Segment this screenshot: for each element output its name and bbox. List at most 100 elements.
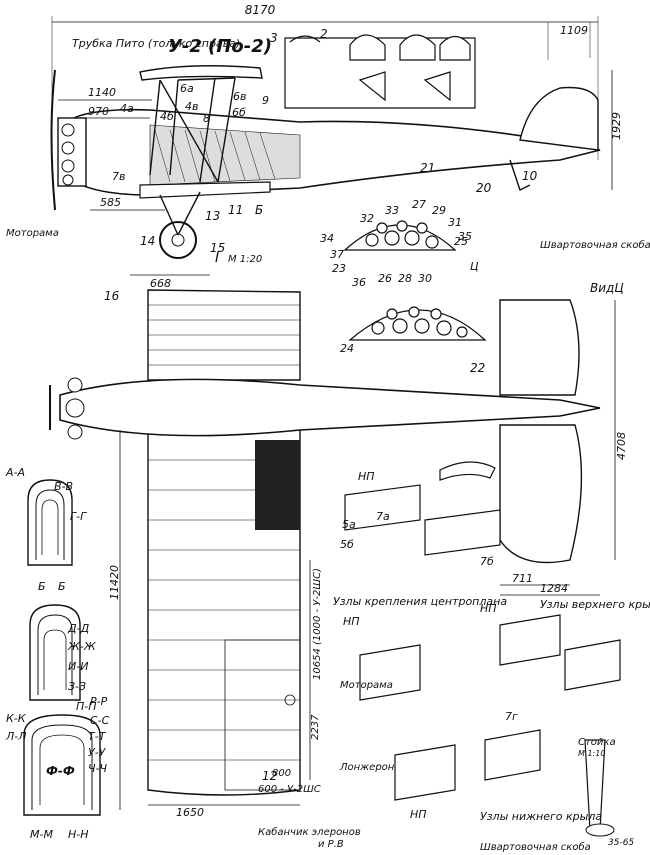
np-label-2: НП bbox=[343, 615, 360, 628]
callout-31: 31 bbox=[448, 216, 462, 229]
callout-16: 16 bbox=[104, 289, 120, 303]
callout-32: 32 bbox=[360, 212, 374, 225]
callout-36: 36 bbox=[352, 276, 366, 289]
dim-tail-span: 4708 bbox=[615, 432, 628, 460]
node-block-5 bbox=[564, 639, 621, 691]
callout-33: 33 bbox=[385, 204, 399, 217]
dim-nose-to-strut: 970 bbox=[88, 105, 109, 118]
callout-29: 29 bbox=[432, 204, 446, 217]
callout-10: 10 bbox=[522, 169, 538, 183]
fuselage-planking bbox=[149, 124, 301, 186]
upper-wing-side bbox=[139, 65, 263, 81]
stabilizer-lower bbox=[499, 424, 583, 564]
section-pp-label: П-П bbox=[76, 700, 97, 713]
cockpit-detail bbox=[284, 34, 476, 109]
section-uu-label: У-У bbox=[88, 746, 107, 759]
vertical-tail bbox=[519, 86, 599, 151]
section-tt-label: Т-Т bbox=[88, 730, 107, 743]
section-bb-label-1: Б bbox=[38, 580, 46, 593]
callout-34: 34 bbox=[320, 232, 334, 245]
scale-label-2: М 1:10 bbox=[578, 749, 605, 758]
dim-aileron-offset: 800 bbox=[272, 768, 291, 779]
callout-3: 3 bbox=[270, 31, 278, 45]
dim-wing-root: 1650 bbox=[176, 806, 204, 819]
callout-20: 20 bbox=[476, 181, 492, 195]
section-ll-label: Л-Л bbox=[5, 730, 27, 743]
np-label-3: НП bbox=[480, 602, 497, 615]
section-dd-label: Д-Д bbox=[67, 622, 90, 635]
callout-4v: 4в bbox=[185, 100, 198, 113]
section-zz-label: З-З bbox=[68, 680, 86, 693]
callout-6a: 6а bbox=[180, 82, 194, 95]
callout-6b: 6б bbox=[232, 106, 246, 119]
section-nn-label: Н-Н bbox=[68, 828, 89, 841]
section-dd bbox=[29, 604, 81, 701]
callout-26: 26 bbox=[378, 272, 392, 285]
section-gg-label: Г-Г bbox=[70, 510, 87, 523]
node-details bbox=[344, 461, 621, 837]
node-block-1 bbox=[344, 484, 421, 531]
callout-7b: 7б bbox=[480, 555, 494, 568]
section-aa bbox=[27, 479, 73, 566]
node-block-2 bbox=[424, 509, 501, 556]
section-ss-label: С-С bbox=[90, 714, 110, 727]
callout-35: 35 bbox=[458, 230, 472, 243]
top-view bbox=[49, 289, 616, 810]
section-chch-label: Ч-Ч bbox=[88, 762, 108, 775]
dim-tail-chord: 1284 bbox=[540, 582, 568, 595]
np-label-4: НП bbox=[410, 808, 427, 821]
section-kk-label: К-К bbox=[6, 712, 27, 725]
dim-wing-span: 10654 (1000 - У-2ШС) bbox=[312, 568, 323, 680]
instrument-panel-2 bbox=[348, 306, 487, 341]
lower-nodes-label: Узлы нижнего крыла bbox=[480, 810, 602, 823]
center-nodes-label: Узлы крепления центроплана bbox=[333, 595, 507, 608]
dim-tail-root: 711 bbox=[512, 572, 533, 585]
side-view bbox=[50, 16, 613, 276]
pitot-label: Трубка Пито (только справа) bbox=[72, 37, 240, 50]
callout-30: 30 bbox=[418, 272, 432, 285]
strut-label: Стойка bbox=[578, 737, 616, 748]
dim-strut-range: 35-65 bbox=[608, 838, 634, 848]
callout-22: 22 bbox=[470, 361, 485, 375]
callout-5a: 5а bbox=[342, 518, 356, 531]
mooring-bracket bbox=[439, 461, 496, 481]
tail-skid bbox=[509, 159, 531, 191]
scale-label-1: М 1:20 bbox=[228, 254, 262, 265]
main-wheel bbox=[159, 221, 197, 259]
detail-i-label: I bbox=[215, 250, 219, 266]
section-rr-label: Р-Р bbox=[90, 695, 108, 708]
mooring-label-2: Швартовочная скоба bbox=[480, 841, 591, 853]
callout-11: 11 bbox=[228, 203, 243, 217]
dim-aileron-shc: 600 - У-2ШС bbox=[258, 784, 321, 795]
callout-25: 25 bbox=[454, 235, 468, 248]
callout-14: 14 bbox=[140, 234, 155, 248]
instrument-panel-1 bbox=[343, 220, 457, 251]
dim-height: 1929 bbox=[610, 112, 623, 140]
callout-9: 9 bbox=[262, 94, 269, 107]
motorama-label-2: Моторама bbox=[340, 680, 393, 691]
callout-12: 12 bbox=[262, 769, 277, 783]
callout-8: 8 bbox=[203, 112, 210, 125]
mooring-label-1: Швартовочная скоба bbox=[540, 239, 650, 251]
node-block-6 bbox=[394, 744, 456, 801]
callout-4a: 4а bbox=[120, 102, 134, 115]
aircraft-title: У-2 (По-2) bbox=[168, 36, 272, 57]
walkway-panel bbox=[255, 440, 300, 530]
callout-2: 2 bbox=[320, 27, 328, 41]
section-zhzh-label: Ж-Ж bbox=[67, 640, 97, 653]
detail-b-label: Б bbox=[255, 203, 263, 217]
dim-aileron-len: 2237 bbox=[310, 714, 321, 740]
callout-13: 13 bbox=[205, 209, 220, 223]
callout-7a: 7а bbox=[376, 510, 390, 523]
spar-label: Лонжерон bbox=[339, 762, 395, 773]
node-block-3 bbox=[359, 644, 421, 701]
section-profiles bbox=[23, 479, 101, 816]
callout-21: 21 bbox=[420, 161, 435, 175]
motorama-label-1: Моторама bbox=[6, 228, 59, 239]
node-block-4 bbox=[499, 614, 561, 666]
section-kk bbox=[23, 714, 101, 816]
rv-label: и Р.В bbox=[318, 839, 344, 850]
dim-wheel-offset: 585 bbox=[100, 196, 121, 209]
callout-5b: 5б bbox=[340, 538, 354, 551]
callout-15: 15 bbox=[210, 241, 225, 255]
